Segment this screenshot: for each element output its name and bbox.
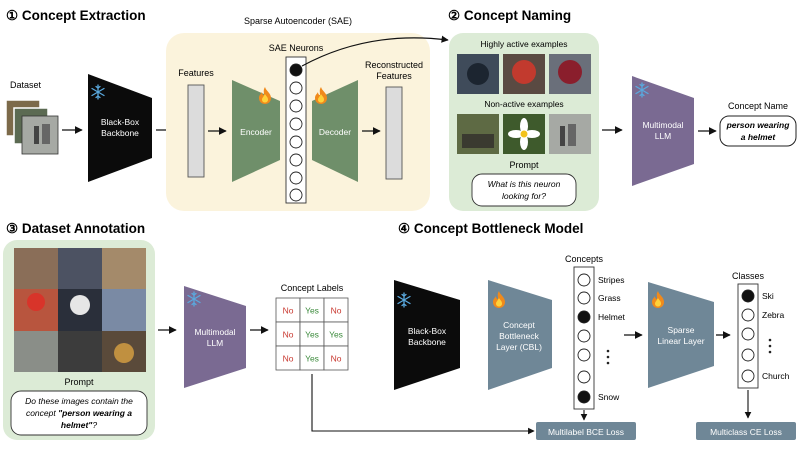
cbl-label-1: Concept	[503, 320, 535, 330]
naming-prompt-text-1: What is this neuron	[488, 179, 561, 189]
bce-loss-box	[536, 422, 636, 440]
dataset-image-stack	[5, 99, 59, 155]
non-active-images	[457, 114, 591, 154]
naming-llm-label-2: LLM	[655, 131, 672, 141]
concept-label-stripes: Stripes	[598, 275, 624, 285]
reconstructed-label-2: Features	[376, 71, 412, 81]
cbl-label-3: Layer (CBL)	[496, 342, 542, 352]
concept-label-grass: Grass	[598, 293, 621, 303]
annotation-llm-label-2: LLM	[207, 338, 224, 348]
concept-name-text-2: a helmet	[741, 132, 777, 142]
reconstructed-bar	[385, 86, 403, 180]
class-neurons	[741, 289, 755, 383]
backbone-trapezoid	[88, 74, 152, 182]
cbl-trapezoid	[488, 280, 552, 390]
sparse-label-2: Linear Layer	[657, 336, 704, 346]
sparse-label-1: Sparse	[668, 325, 695, 335]
label-cell	[323, 345, 349, 371]
concept-label-helmet: Helmet	[598, 312, 626, 322]
sparse-linear-trapezoid	[648, 282, 714, 388]
sae-neurons-label: SAE Neurons	[269, 43, 324, 53]
naming-prompt-box	[471, 173, 577, 207]
naming-prompt-text-2: looking for?	[502, 191, 546, 201]
cbm-backbone-label-2: Backbone	[408, 337, 446, 347]
concept-name-label: Concept Name	[728, 101, 788, 111]
sae-title: Sparse Autoencoder (SAE)	[244, 16, 352, 26]
label-cell-value: No	[331, 354, 342, 364]
label-cell-value: Yes	[329, 330, 343, 340]
label-cell-value: Yes	[305, 354, 319, 364]
section-title-annotation: ③ Dataset Annotation	[6, 221, 145, 236]
label-cell-value: Yes	[305, 330, 319, 340]
sae-neurons	[289, 63, 303, 202]
dataset-label: Dataset	[10, 80, 42, 90]
annotation-prompt-box	[10, 390, 148, 436]
annotation-prompt-text-2: concept "person wearing a	[26, 408, 132, 418]
highly-active-label: Highly active examples	[481, 39, 568, 49]
annotation-prompt-label: Prompt	[64, 377, 94, 387]
section-title-extraction: ① Concept Extraction	[6, 8, 146, 23]
naming-llm-trapezoid	[632, 76, 694, 186]
label-cell-value: No	[283, 330, 294, 340]
decoder-trapezoid	[312, 80, 358, 182]
annotation-image-grid	[14, 248, 146, 372]
backbone-label-2: Backbone	[101, 128, 139, 138]
annotation-llm-label-1: Multimodal	[194, 327, 235, 337]
classes-title: Classes	[732, 271, 765, 281]
dots-vertical-icon	[606, 349, 610, 365]
class-label-zebra: Zebra	[762, 310, 784, 320]
label-cell-value: Yes	[305, 306, 319, 316]
label-cell-value: No	[331, 306, 342, 316]
encoder-label: Encoder	[240, 127, 272, 137]
concept-label-snow: Snow	[598, 392, 620, 402]
decoder-label: Decoder	[319, 127, 351, 137]
naming-prompt-label: Prompt	[509, 160, 539, 170]
concept-name-box	[719, 115, 797, 147]
non-active-label: Non-active examples	[484, 99, 563, 109]
concepts-title: Concepts	[565, 254, 604, 264]
ce-loss-label: Multiclass CE Loss	[710, 427, 782, 437]
reconstructed-label-1: Reconstructed	[365, 60, 423, 70]
section-title-cbm: ④ Concept Bottleneck Model	[398, 221, 583, 236]
backbone-label-1: Black-Box	[101, 117, 140, 127]
label-cell-value: No	[283, 306, 294, 316]
highly-active-images	[457, 54, 591, 94]
label-cell	[323, 321, 349, 347]
svg-text:Features: Features	[178, 68, 214, 78]
class-label-church: Church	[762, 371, 790, 381]
cbl-label-2: Bottleneck	[499, 331, 539, 341]
label-cell	[299, 345, 325, 371]
annotation-prompt-text-1: Do these images contain the	[25, 396, 133, 406]
bce-loss-label: Multilabel BCE Loss	[548, 427, 624, 437]
class-label-ski: Ski	[762, 291, 774, 301]
label-cell	[323, 297, 349, 323]
label-cell	[275, 321, 301, 347]
naming-llm-label-1: Multimodal	[642, 120, 683, 130]
annotation-llm-trapezoid	[184, 286, 246, 388]
dots-vertical-icon	[768, 338, 772, 354]
annotation-prompt-text-3: helmet"?	[61, 420, 97, 430]
ce-loss-box	[696, 422, 796, 440]
concept-labels-title: Concept Labels	[281, 283, 344, 293]
label-cell-value: No	[283, 354, 294, 364]
concept-neurons	[577, 273, 591, 404]
encoder-trapezoid	[232, 80, 280, 182]
cbm-backbone-trapezoid	[394, 280, 460, 390]
concept-name-text-1: person wearing	[726, 120, 791, 130]
cbm-backbone-label-1: Black-Box	[408, 326, 447, 336]
section-title-naming: ② Concept Naming	[448, 8, 571, 23]
